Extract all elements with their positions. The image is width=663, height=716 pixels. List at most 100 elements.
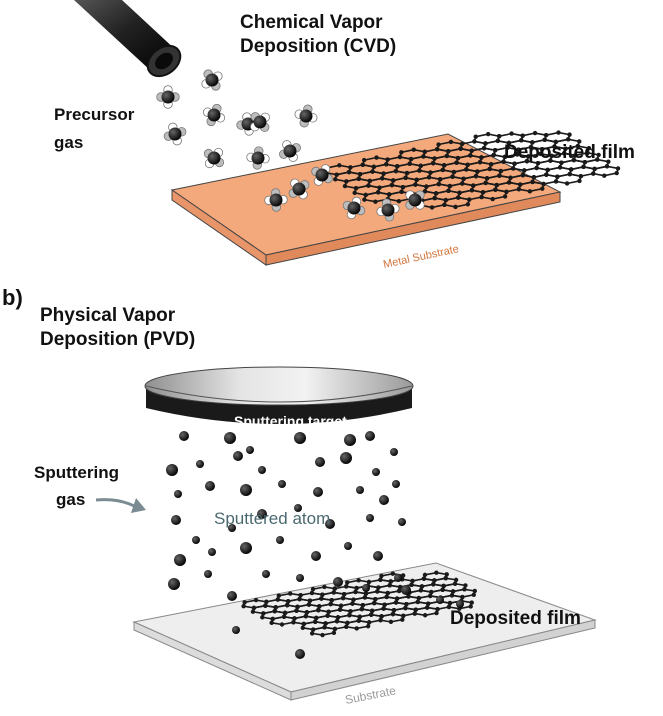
lattice-atom <box>414 177 419 183</box>
lattice-atom <box>356 578 361 583</box>
sputtered-atom <box>379 495 389 505</box>
lattice-atom <box>497 173 502 178</box>
lattice-atom <box>376 585 381 590</box>
lattice-atom <box>346 169 352 175</box>
carbon-atom <box>161 90 175 104</box>
lattice-atom <box>461 176 466 182</box>
lattice-atom <box>422 189 428 194</box>
sputtered-atom <box>205 481 215 491</box>
lattice-atom <box>441 583 446 589</box>
lattice-atom <box>422 572 428 578</box>
lattice-atom <box>332 586 337 591</box>
lattice-atom <box>431 582 436 587</box>
carbon-atom <box>251 151 265 165</box>
lattice-atom <box>490 196 495 202</box>
lattice-atom <box>495 138 501 144</box>
lattice-atom <box>403 605 408 611</box>
lattice-atom <box>401 573 406 578</box>
sputtered-atom <box>311 551 321 561</box>
lattice-atom <box>397 154 403 160</box>
carbon-atom <box>283 144 297 158</box>
lattice-atom <box>388 579 393 584</box>
sputtered-atom-label: Sputtered atom <box>214 509 330 528</box>
sputtering-target <box>144 366 414 424</box>
lattice-atom <box>505 145 510 150</box>
lattice-atom <box>360 603 366 608</box>
lattice-atom <box>282 610 288 616</box>
sputtered-atom <box>192 536 200 544</box>
sputtered-atom <box>315 457 325 467</box>
sputtered-atom <box>356 486 364 494</box>
sputtered-atom <box>390 448 398 456</box>
lattice-atom <box>480 190 486 195</box>
lattice-atom <box>391 608 397 613</box>
lattice-atom <box>585 150 590 156</box>
lattice-atom <box>455 195 461 200</box>
lattice-atom <box>449 593 455 598</box>
lattice-atom <box>390 571 396 576</box>
lattice-atom <box>460 181 465 186</box>
sputtered-atom <box>233 451 243 461</box>
lattice-atom <box>400 184 406 190</box>
lattice-atom <box>366 579 372 585</box>
lattice-atom <box>319 596 324 601</box>
lattice-atom <box>386 192 392 197</box>
lattice-atom <box>381 171 386 176</box>
lattice-atom <box>389 182 395 188</box>
sputtered-atom <box>208 548 216 556</box>
sputtered-atom <box>436 596 444 604</box>
lattice-atom <box>446 188 451 193</box>
metal-substrate-label: Metal Substrate <box>382 243 460 271</box>
lattice-atom <box>366 620 372 625</box>
lattice-atom <box>450 174 455 179</box>
precursor-molecule <box>203 147 225 169</box>
lattice-atom <box>317 604 322 609</box>
lattice-atom <box>440 587 445 593</box>
lattice-atom <box>363 192 368 198</box>
lattice-atom <box>320 592 325 597</box>
lattice-atom <box>544 172 549 177</box>
lattice-atom <box>428 170 433 175</box>
lattice-atom <box>395 164 400 169</box>
sputtered-atom <box>174 554 186 566</box>
lattice-atom <box>421 576 427 581</box>
lattice-atom <box>393 600 399 605</box>
lattice-atom <box>563 146 568 151</box>
lattice-atom <box>260 615 265 620</box>
lattice-atom <box>357 171 363 177</box>
lattice-atom <box>530 179 535 185</box>
lattice-atom <box>335 615 341 620</box>
lattice-atom <box>528 144 534 150</box>
lattice-atom <box>250 609 256 614</box>
lattice-atom <box>464 167 469 172</box>
lattice-atom <box>288 591 293 596</box>
sputtered-atom <box>325 519 335 529</box>
substrate-label: Substrate <box>344 683 397 707</box>
lattice-atom <box>350 601 355 606</box>
lattice-atom <box>571 157 577 163</box>
lattice-atom <box>441 163 447 168</box>
lattice-atom <box>567 132 572 137</box>
lattice-atom <box>329 598 334 603</box>
lattice-atom <box>251 605 257 611</box>
lattice-atom <box>276 593 282 598</box>
carbon-atom <box>347 201 361 215</box>
sputtered-atom <box>398 518 406 526</box>
lattice-atom <box>520 172 526 178</box>
lattice-atom <box>294 608 299 613</box>
lattice-atom <box>285 599 291 604</box>
sputtered-atom <box>224 432 236 444</box>
lattice-atom <box>596 152 601 158</box>
sputtered-atom <box>373 551 383 561</box>
lattice-atom <box>298 593 303 598</box>
lattice-atom <box>279 622 285 627</box>
lattice-atom <box>457 190 462 196</box>
lattice-atom <box>378 577 383 582</box>
lattice-atom <box>416 595 422 601</box>
lattice-atom <box>443 197 448 203</box>
lattice-atom <box>488 162 494 167</box>
lattice-atom <box>615 166 621 171</box>
lattice-atom <box>462 587 467 592</box>
lattice-atom <box>497 134 502 139</box>
carbon-atom <box>253 115 267 129</box>
